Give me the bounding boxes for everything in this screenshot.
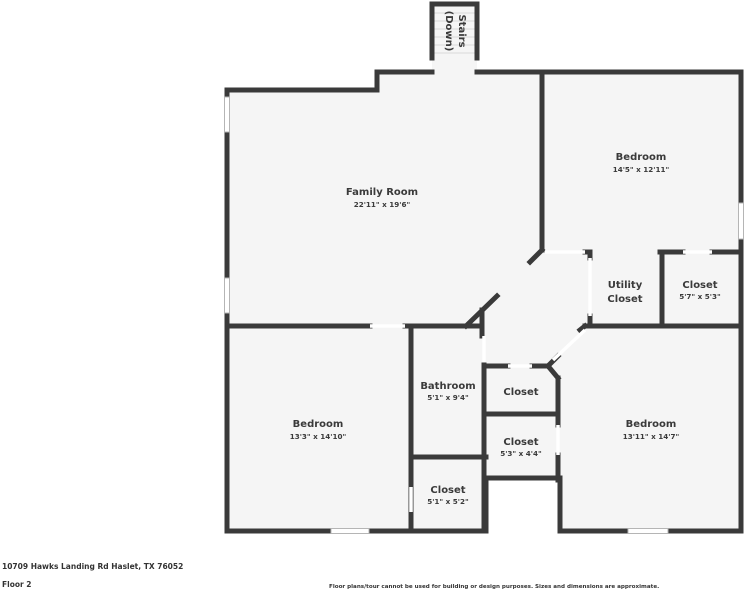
room-name-closet-sw: Closet xyxy=(430,485,465,496)
room-dims-family-room: 22'11" x 19'6" xyxy=(354,200,411,209)
room-name-family-room: Family Room xyxy=(346,187,418,198)
room-dims-closet-mid: 5'3" x 4'4" xyxy=(500,449,542,458)
room-dims-bathroom: 5'1" x 9'4" xyxy=(427,393,469,402)
room-name-utility-closet: Utility xyxy=(608,280,643,291)
room-name-bedroom-se: Bedroom xyxy=(626,419,677,430)
floor-label: Floor 2 xyxy=(2,580,32,589)
property-address: 10709 Hawks Landing Rd Haslet, TX 76052 xyxy=(2,562,184,571)
room-name-closet-mid: Closet xyxy=(503,437,538,448)
stairs-label: Stairs xyxy=(456,14,467,47)
room-dims-bedroom-sw: 13'3" x 14'10" xyxy=(290,432,347,441)
room-name-closet-ne: Closet xyxy=(682,280,717,291)
room-dims-bedroom-ne: 14'5" x 12'11" xyxy=(613,165,670,174)
disclaimer-text: Floor plans/tour cannot be used for buil… xyxy=(329,584,660,590)
room-dims-bedroom-se: 13'11" x 14'7" xyxy=(623,432,680,441)
room-dims-closet-sw: 5'1" x 5'2" xyxy=(427,497,469,506)
room-dims-closet-ne: 5'7" x 5'3" xyxy=(679,292,721,301)
room-name-bathroom: Bathroom xyxy=(420,381,475,392)
room-name-bedroom-sw: Bedroom xyxy=(293,419,344,430)
windows xyxy=(224,96,744,534)
floor-fill xyxy=(227,4,741,531)
doorways xyxy=(370,250,712,512)
room-name-closet-hall: Closet xyxy=(503,387,538,398)
interior-walls xyxy=(224,69,744,534)
room-labels: Stairs (Down) Family Room 22'11" x 19'6"… xyxy=(290,11,721,506)
room-name-bedroom-ne: Bedroom xyxy=(616,152,667,163)
room-name-utility-closet-2: Closet xyxy=(607,294,642,305)
stairs xyxy=(429,1,480,61)
stairs-direction: (Down) xyxy=(443,11,454,52)
